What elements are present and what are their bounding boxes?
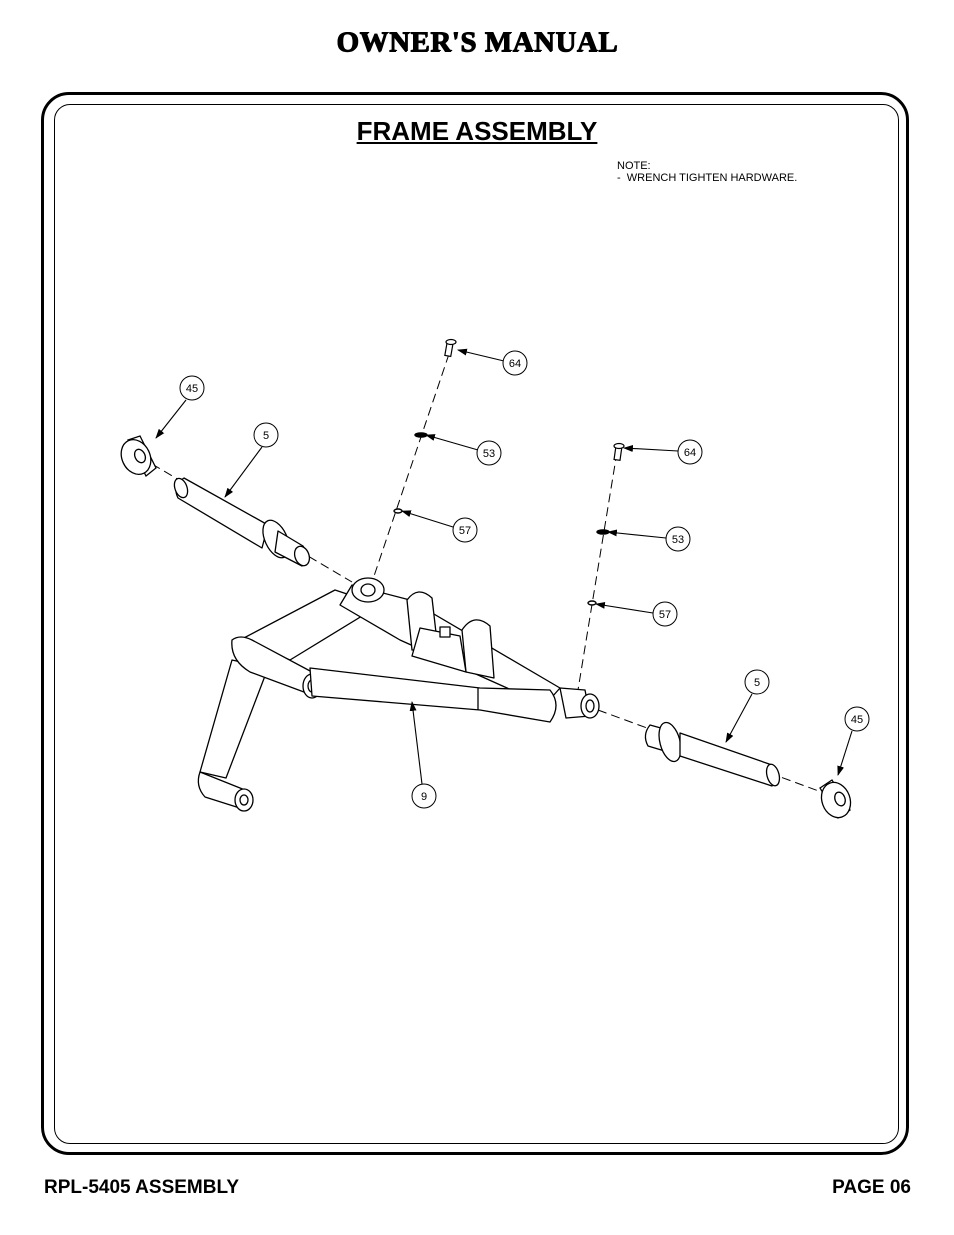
callout-frame: 9 [421,791,427,803]
right-washer [819,779,852,819]
right-axle [644,721,781,787]
footer-model: RPL-5405 ASSEMBLY [44,1177,239,1198]
callout-bubble [665,526,691,552]
frame-part [197,577,600,812]
callout-left-bolt: 64 [509,358,521,370]
callout-left-washer: 45 [186,383,198,395]
callout-bubble [844,706,870,732]
note-text: - WRENCH TIGHTEN HARDWARE. [617,172,798,184]
page-border-inner [54,104,899,1144]
callout-bubble [677,439,703,465]
callout-right-clip: 57 [659,609,671,621]
callout-bubble [476,440,502,466]
left-bolt [444,338,457,358]
right-bolt [613,442,625,462]
callout-bubble [452,517,478,543]
callout-bubble [652,601,678,627]
callout-leaders [155,348,853,785]
callout-right-bolt: 64 [684,447,696,459]
section-title: FRAME ASSEMBLY [356,116,598,146]
callout-left-clip: 57 [459,525,471,537]
callout-bubble [744,669,770,695]
left-axle [173,477,311,567]
callout-right-washer: 45 [851,714,863,726]
callout-bubble [253,422,279,448]
footer-page-number: PAGE 06 [832,1177,911,1198]
callout-bubble [502,350,528,376]
assembly-note: NOTE: - WRENCH TIGHTEN HARDWARE. [617,160,797,184]
callout-left-axle: 5 [263,430,269,442]
page-border-outer [41,92,909,1155]
note-label: NOTE: [617,160,651,172]
callout-right-nut: 53 [672,534,684,546]
manual-title: OWNER'S MANUAL [336,26,618,58]
callout-left-nut: 53 [483,448,495,460]
callout-right-axle: 5 [754,677,760,689]
callout-bubble [179,375,205,401]
callout-bubble [411,783,437,809]
left-washer [120,435,157,478]
